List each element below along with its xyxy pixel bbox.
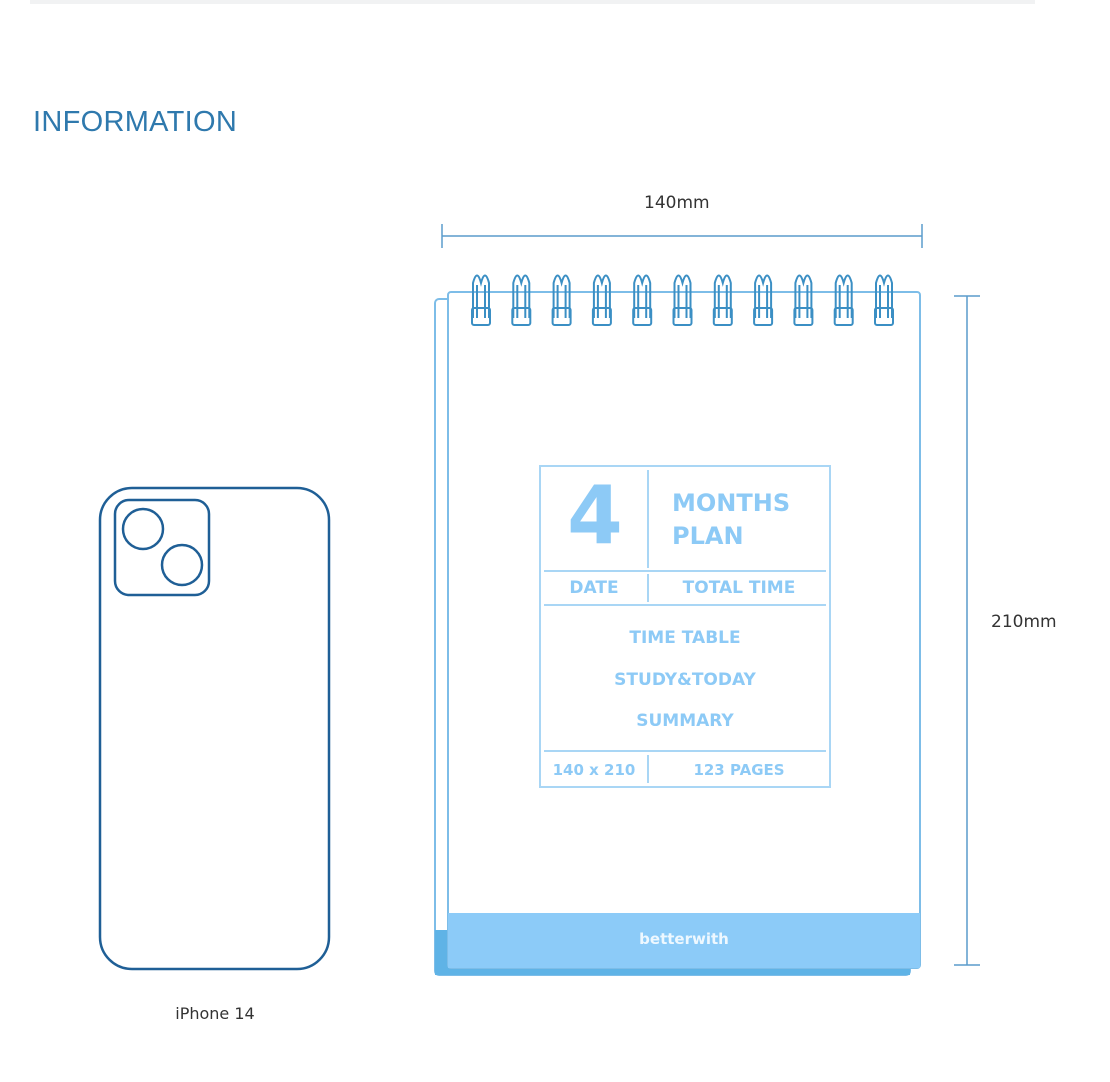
total-time-label: TOTAL TIME xyxy=(682,578,796,598)
width-dimension-line xyxy=(441,224,923,248)
spiral-ring xyxy=(591,274,612,326)
spiral-ring xyxy=(471,274,491,326)
spiral-binding xyxy=(471,274,894,326)
spiral-ring xyxy=(793,274,814,326)
camera-lens xyxy=(160,543,204,587)
phone-caption: iPhone 14 xyxy=(175,1004,255,1023)
spiral-ring xyxy=(672,274,693,326)
section-time-table: TIME TABLE xyxy=(629,628,741,648)
spiral-ring xyxy=(833,274,854,326)
camera-lens xyxy=(121,507,165,551)
section-summary: SUMMARY xyxy=(636,711,734,731)
spiral-ring xyxy=(632,274,653,326)
title-line1: MONTHS xyxy=(672,489,791,517)
size-label: 140 x 210 xyxy=(552,761,636,779)
big-number: 4 xyxy=(567,469,623,562)
section-title: INFORMATION xyxy=(33,106,238,138)
brand-band xyxy=(448,913,920,968)
notebook-front-page xyxy=(447,291,921,969)
pages-label: 123 PAGES xyxy=(693,761,785,779)
camera-module xyxy=(113,498,211,597)
spiral-ring xyxy=(511,274,532,326)
cover-label-box xyxy=(539,465,831,788)
section-study-today: STUDY&TODAY xyxy=(614,670,756,690)
date-label: DATE xyxy=(569,578,619,598)
spiral-ring xyxy=(874,274,894,326)
height-dimension-line xyxy=(954,295,980,966)
top-divider xyxy=(30,0,1035,4)
width-label: 140mm xyxy=(644,193,710,213)
spiral-ring xyxy=(551,274,572,326)
spiral-ring xyxy=(712,274,733,326)
brand-label: betterwith xyxy=(639,930,729,948)
spiral-ring xyxy=(753,274,774,326)
iphone-outline xyxy=(98,486,331,971)
title-line2: PLAN xyxy=(672,522,744,550)
height-label: 210mm xyxy=(991,612,1057,632)
